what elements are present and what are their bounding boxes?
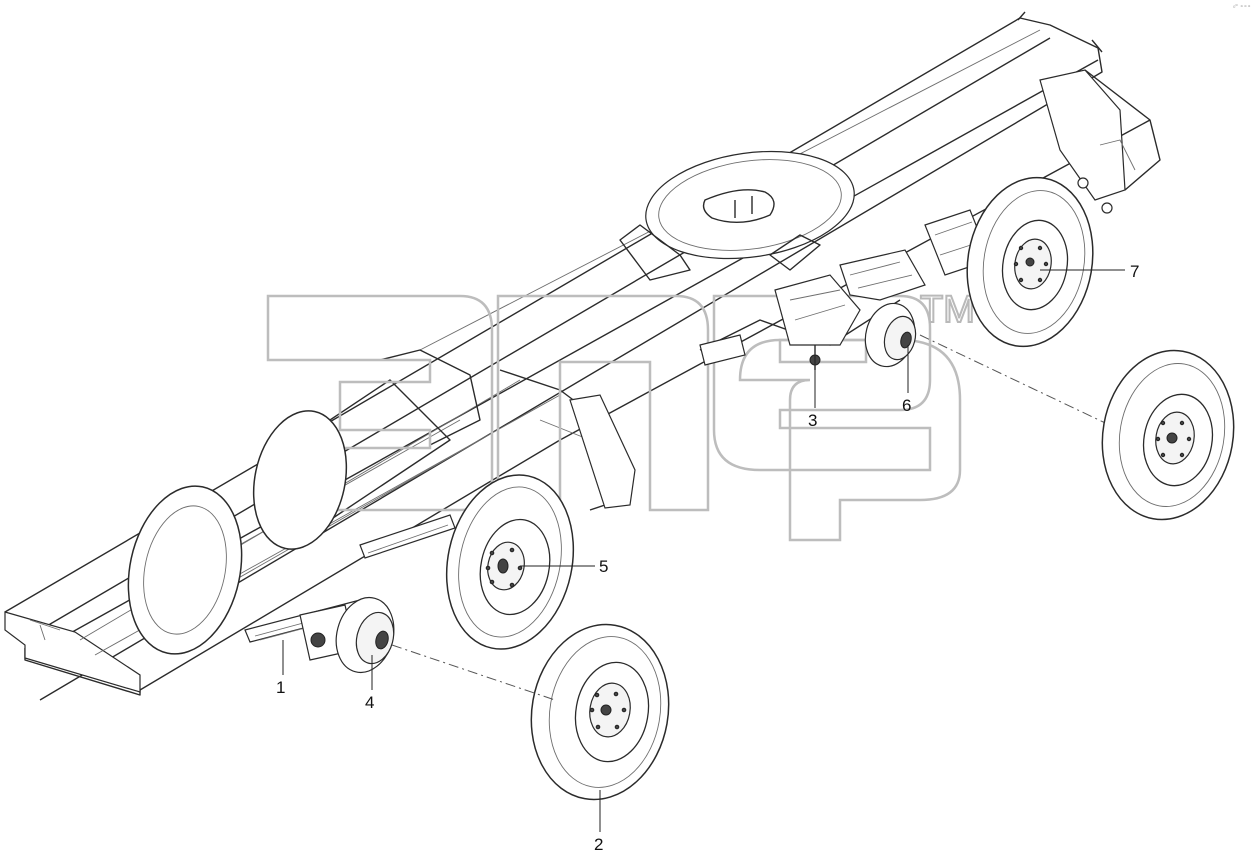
rear-axle-assembly xyxy=(699,209,991,370)
wheel-middle-left xyxy=(445,474,575,650)
wheel-rear-right xyxy=(966,176,1094,348)
wheel-rear-left-inner xyxy=(127,410,348,655)
callout-1: 1 xyxy=(276,678,285,697)
callout-2: 2 xyxy=(594,835,603,854)
wheel-detached-front xyxy=(530,623,670,801)
callout-6: 6 xyxy=(902,396,911,415)
callouts: 1 2 3 4 5 6 7 xyxy=(276,262,1139,854)
leader-lines xyxy=(282,269,1125,832)
callout-7: 7 xyxy=(1130,262,1139,281)
watermark-tm: ТМ xyxy=(920,289,975,331)
callout-3: 3 xyxy=(808,411,817,430)
wheel-detached-rear xyxy=(1101,349,1235,521)
fifth-wheel-plate xyxy=(619,150,855,281)
axis-line-front xyxy=(391,644,556,701)
callout-5: 5 xyxy=(599,557,608,576)
axle-hub-assembly xyxy=(299,596,395,674)
axis-line-rear xyxy=(919,334,1121,431)
callout-4: 4 xyxy=(365,693,374,712)
corner-mark: ₀ᵒ ∘∘∘ xyxy=(1232,3,1251,10)
